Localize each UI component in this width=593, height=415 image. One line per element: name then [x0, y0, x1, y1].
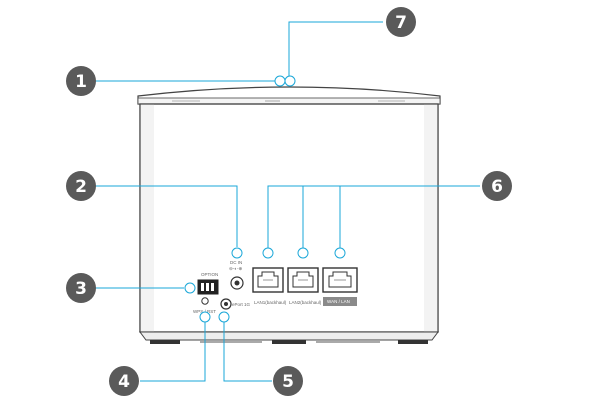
svg-text:2: 2 [75, 177, 87, 197]
callout-6-marker [297, 247, 309, 259]
callout-3: 3 [66, 273, 96, 303]
callout-6-marker [334, 247, 346, 259]
leader-lines [95, 21, 480, 382]
lan2-port [287, 267, 319, 293]
svg-text:6: 6 [491, 177, 503, 197]
device-foot [272, 340, 306, 344]
wan-label-bg [323, 297, 357, 306]
svg-text:⊖-◐-⊕: ⊖-◐-⊕ [229, 266, 242, 271]
svg-text:3: 3 [75, 279, 87, 299]
callout-6-marker [262, 247, 274, 259]
callout-6: 6 [482, 171, 512, 201]
callout-1-marker [274, 75, 286, 87]
callout-4-marker [199, 311, 211, 323]
wps-button [201, 297, 209, 305]
lan1-port [252, 267, 284, 293]
callout-badges: 1 7 2 6 3 4 5 [66, 7, 512, 396]
svg-text:5: 5 [282, 372, 294, 392]
device-base [139, 331, 439, 341]
callout-2: 2 [66, 171, 96, 201]
eport-label: ePort 1G [232, 302, 251, 307]
svg-text:4: 4 [118, 372, 130, 392]
callout-5: 5 [273, 366, 303, 396]
lan1-label: LAN1(backhaul) [254, 300, 287, 305]
device-foot [150, 340, 180, 344]
callout-5-marker [218, 311, 230, 323]
option-label: OPTION [201, 272, 218, 277]
wan-port [322, 267, 358, 293]
callout-7-marker [284, 75, 296, 87]
callout-7: 7 [386, 7, 416, 37]
dc-in-label: DC IN [230, 260, 242, 265]
callout-2-marker [231, 247, 243, 259]
svg-text:7: 7 [395, 13, 407, 33]
lan2-label: LAN2(backhaul) [289, 300, 322, 305]
callout-4: 4 [109, 366, 139, 396]
device-foot [398, 340, 428, 344]
port-panel: DC IN ⊖-◐-⊕ OPTION WPS / RST ePort 1G LA… [193, 260, 358, 314]
callout-1: 1 [66, 66, 96, 96]
svg-text:1: 1 [75, 72, 87, 92]
device-body [139, 103, 439, 333]
callout-3-marker [184, 282, 196, 294]
wan-label: WAN / LAN [327, 299, 350, 304]
wps-label: WPS / RST [193, 309, 216, 314]
router-device [137, 86, 441, 344]
